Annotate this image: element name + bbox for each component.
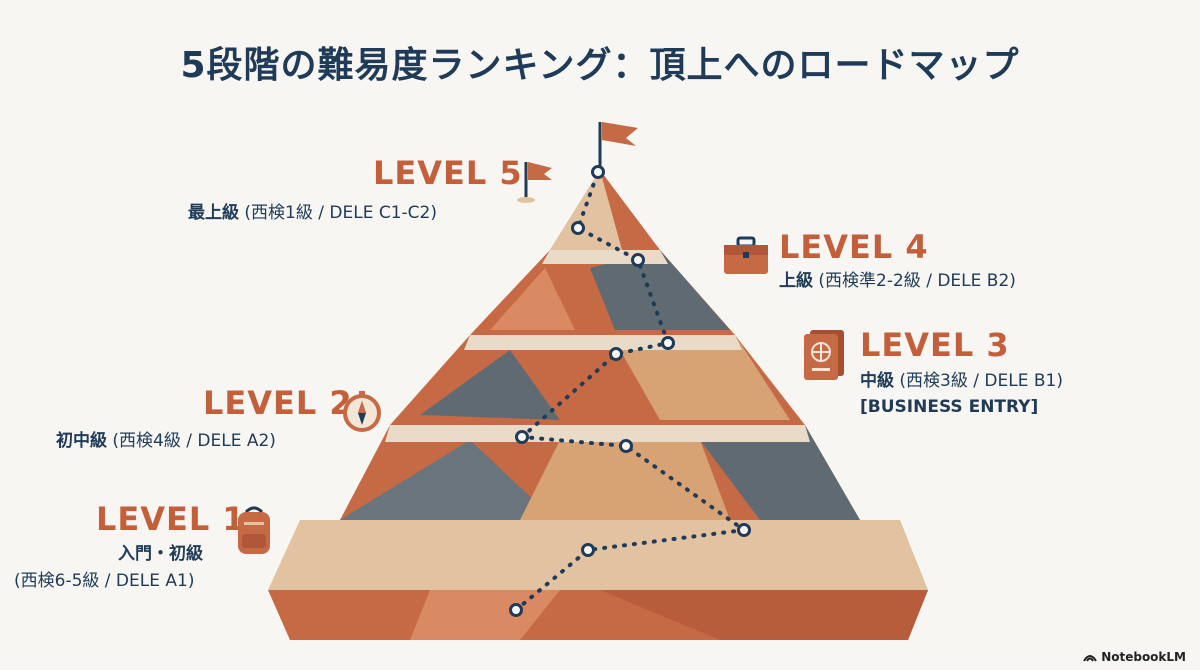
level-2-desc: 初中級 (西検4級 / DELE A2) <box>56 430 276 452</box>
level-2-rank: 初中級 <box>56 431 107 451</box>
level-4-desc: 上級 (西検準2-2級 / DELE B2) <box>779 270 1016 292</box>
passport-icon <box>804 330 844 380</box>
level-3-rank: 中級 <box>860 371 894 391</box>
level-5-label: LEVEL 5 <box>373 154 523 192</box>
flag-icon <box>517 162 552 203</box>
pyramid-tier-1 <box>268 520 928 640</box>
level-4-label: LEVEL 4 <box>779 228 929 266</box>
route-waypoint <box>619 439 633 453</box>
route-waypoint <box>591 165 605 179</box>
route-waypoint <box>515 430 529 444</box>
pyramid-tier-4 <box>470 250 735 335</box>
level-4-detail: (西検準2-2級 / DELE B2) <box>818 271 1016 291</box>
level-3-label: LEVEL 3 <box>860 326 1010 364</box>
route-waypoint <box>737 523 751 537</box>
level-3-extra: [BUSINESS ENTRY] <box>860 397 1039 417</box>
route-waypoint <box>509 603 523 617</box>
level-5-detail: (西検1級 / DELE C1-C2) <box>244 203 437 223</box>
level-1-detail: (西検6-5級 / DELE A1) <box>14 571 195 591</box>
notebooklm-logo-icon <box>1083 655 1098 662</box>
route-path <box>509 165 751 617</box>
route-waypoint <box>581 543 595 557</box>
level-5-desc: 最上級 (西検1級 / DELE C1-C2) <box>188 202 437 224</box>
route-waypoint <box>631 253 645 267</box>
backpack-icon <box>238 506 270 554</box>
footer-label: NotebookLM <box>1101 650 1186 664</box>
footer-brand: NotebookLM <box>1083 650 1186 664</box>
level-1-rank: 入門・初級 <box>118 544 203 564</box>
briefcase-icon <box>724 236 768 274</box>
route-waypoint <box>661 336 675 350</box>
level-4-rank: 上級 <box>779 271 813 291</box>
route-waypoint <box>571 221 585 235</box>
level-3-desc: 中級 (西検3級 / DELE B1) <box>860 370 1063 392</box>
pyramid-tier-3 <box>390 335 805 425</box>
summit-flag-icon <box>598 122 638 172</box>
level-5-rank: 最上級 <box>188 203 239 223</box>
compass-icon <box>343 391 381 432</box>
pyramid-tier-2 <box>340 425 860 520</box>
level-1-label: LEVEL 1 <box>96 500 246 538</box>
page-title: 5段階の難易度ランキング：頂上へのロードマップ <box>180 45 1020 86</box>
level-3-detail: (西検3級 / DELE B1) <box>899 371 1063 391</box>
route-waypoint <box>609 347 623 361</box>
level-2-detail: (西検4級 / DELE A2) <box>112 431 276 451</box>
pyramid-tier-5 <box>550 170 660 250</box>
level-2-label: LEVEL 2 <box>203 384 353 422</box>
